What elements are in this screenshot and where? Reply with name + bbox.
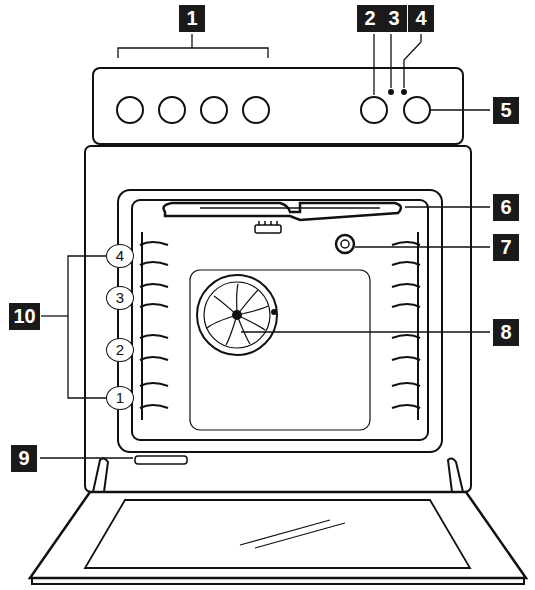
callout-number: 6 — [493, 194, 519, 221]
callout-number: 1 — [179, 5, 205, 32]
shelf-level-number: 2 — [106, 338, 134, 362]
callout-number: 9 — [11, 445, 37, 472]
callout-number: 5 — [493, 97, 519, 124]
callout-number: 10 — [9, 303, 40, 330]
callout-number: 4 — [408, 5, 434, 32]
shelf-level-number: 3 — [106, 286, 134, 310]
callout-number: 8 — [493, 319, 519, 346]
callout-number: 2 — [357, 5, 383, 32]
shelf-level-number: 1 — [106, 386, 134, 410]
callout-number: 7 — [493, 234, 519, 261]
callout-number: 3 — [381, 5, 407, 32]
shelf-level-number: 4 — [106, 244, 134, 268]
